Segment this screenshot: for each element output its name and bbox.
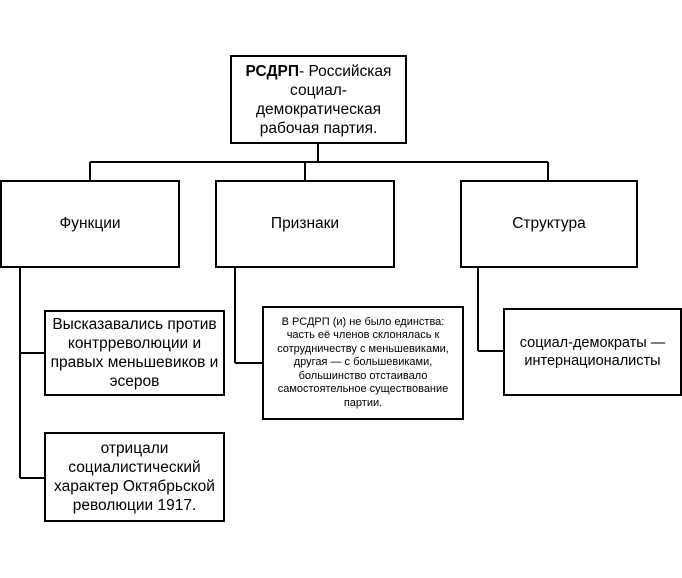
root-box-rsdrp: РСДРП- Российская социал-демократическая… <box>230 55 407 144</box>
functions-item-box-1: Высказавались против контрреволюции и пр… <box>44 310 225 396</box>
signs-item-text: В РСДРП (и) не было единства: часть её ч… <box>277 315 449 409</box>
functions-item-box-2: отрицали социалистический характер Октяб… <box>44 432 225 522</box>
root-text: РСДРП- Российская социал-демократическая… <box>232 62 405 138</box>
category-label-functions: Функции <box>59 215 121 232</box>
structure-item-box-1: социал-демократы — интернационалисты <box>503 308 682 396</box>
category-box-signs: Признаки <box>215 180 395 268</box>
category-label-structure: Структура <box>512 215 586 232</box>
category-box-structure: Структура <box>460 180 638 268</box>
signs-item-box-1: В РСДРП (и) не было единства: часть её ч… <box>262 306 464 420</box>
root-full-name: - Российская социал-демократическая рабо… <box>256 62 392 137</box>
category-label-signs: Признаки <box>270 215 340 232</box>
root-abbreviation: РСДРП <box>245 62 299 80</box>
functions-item-text: отрицали социалистический характер Октяб… <box>54 440 215 514</box>
functions-item-text: Высказавались против контрреволюции и пр… <box>50 316 219 390</box>
structure-item-text: социал-демократы — интернационалисты <box>519 335 666 369</box>
category-box-functions: Функции <box>0 180 180 268</box>
